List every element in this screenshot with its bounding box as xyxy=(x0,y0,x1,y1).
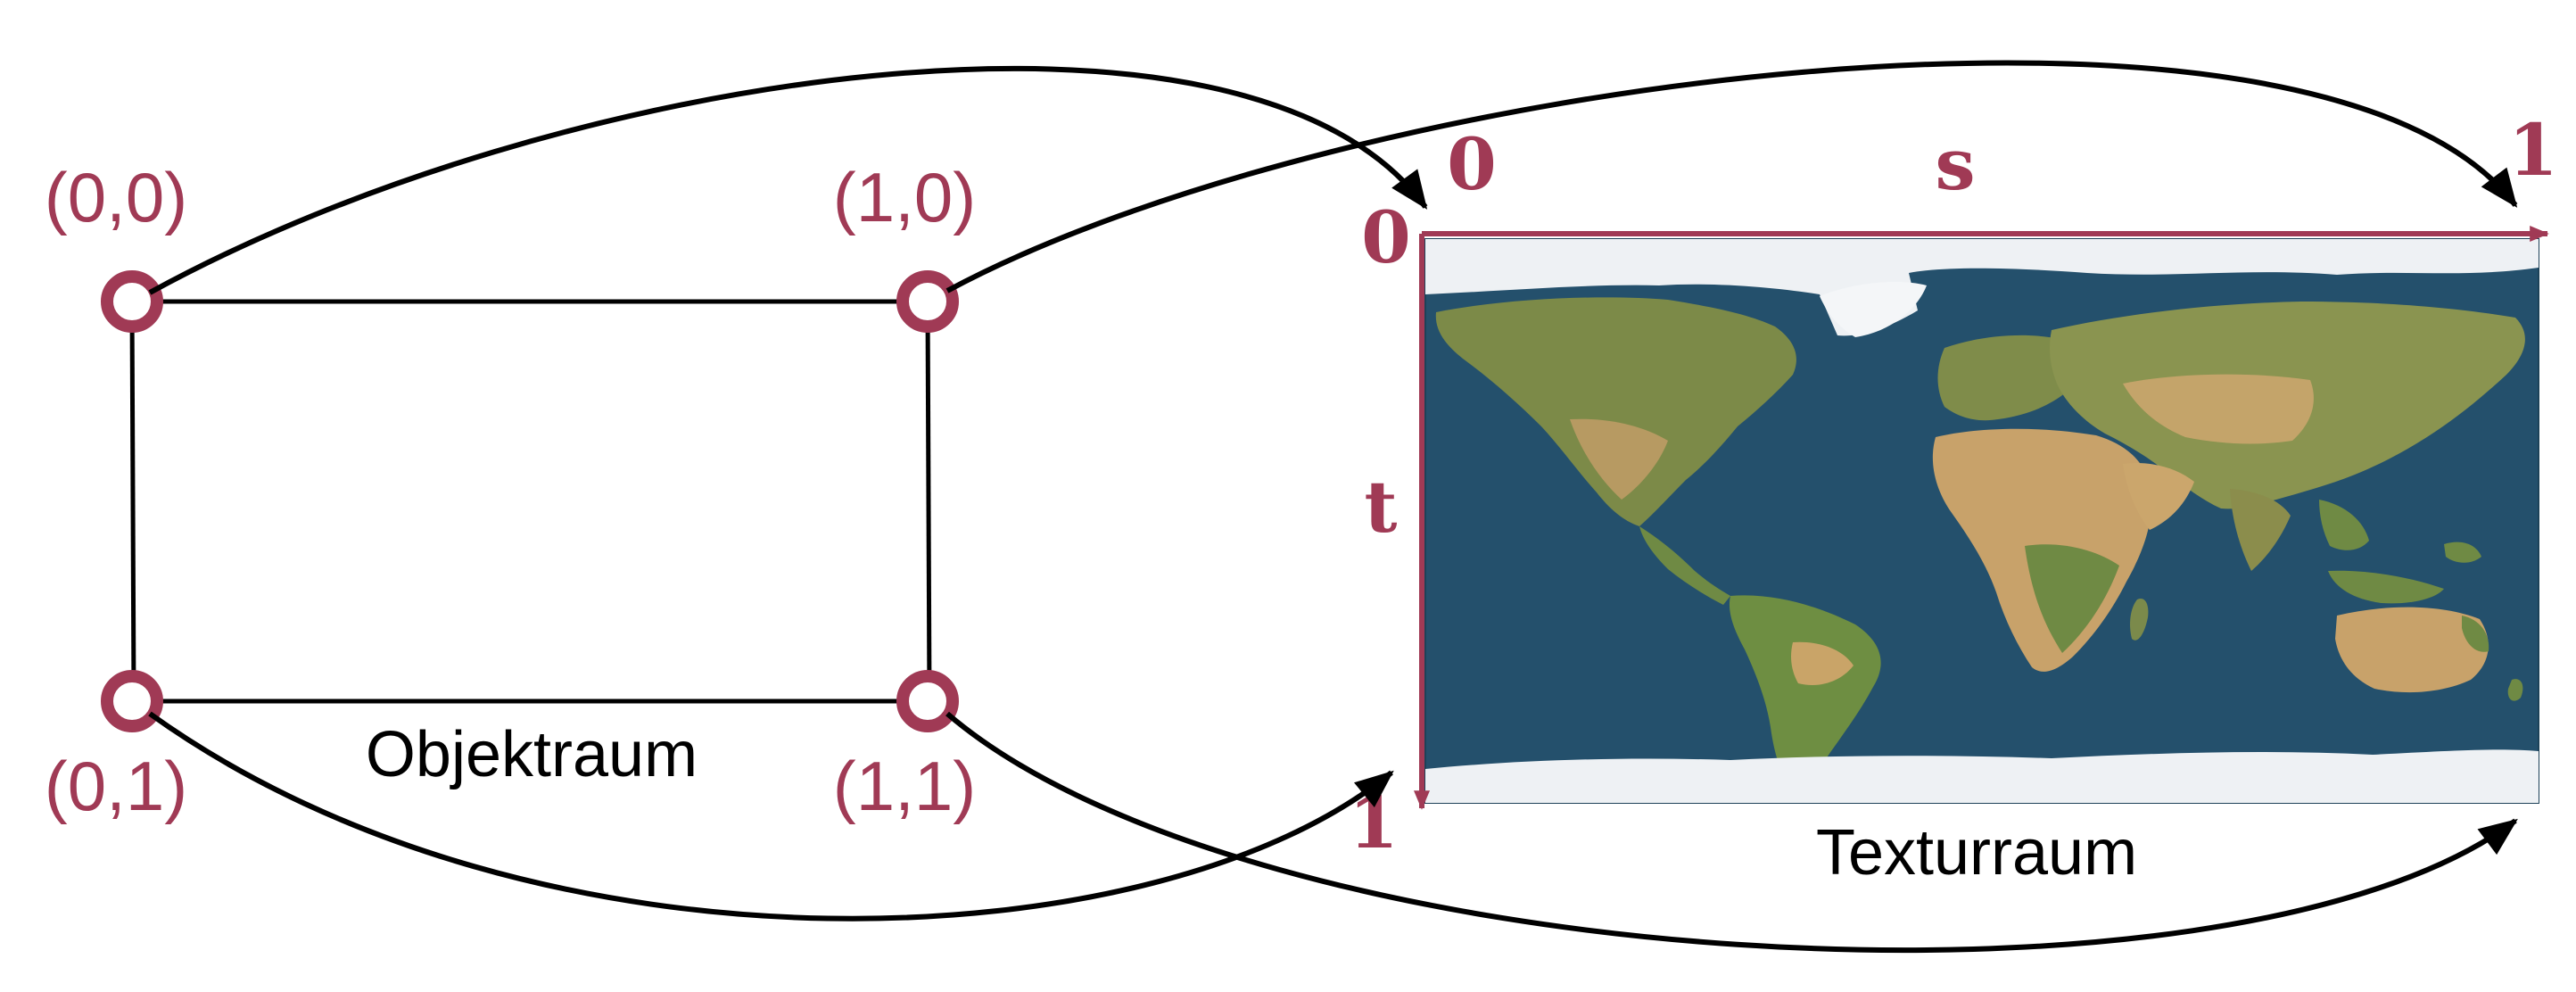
s-axis-label: s xyxy=(1935,122,1975,206)
vertex-top-left xyxy=(101,270,163,333)
texture-space: 0 s 1 0 t 1 Texturraum xyxy=(1349,108,2558,889)
arrow-bottom-left-to-s0t1 xyxy=(148,711,1394,922)
corner-label-top-left: (0,0) xyxy=(45,158,187,236)
s-axis-end-label: 1 xyxy=(2508,108,2558,192)
vertex-top-right xyxy=(896,270,959,333)
world-map-icon xyxy=(1424,238,2539,804)
edge-left xyxy=(129,301,136,702)
object-space-label: Objektraum xyxy=(366,719,698,790)
object-space: (0,0) (1,0) (0,1) (1,1) Objektraum xyxy=(45,158,976,825)
texture-space-label: Texturraum xyxy=(1816,817,2137,889)
corner-label-bottom-left: (0,1) xyxy=(45,747,187,825)
edge-right xyxy=(925,301,932,702)
arrow-top-right-to-s1t0 xyxy=(945,60,2518,293)
arrow-top-left-to-s0t0 xyxy=(148,65,1428,295)
corner-label-bottom-right: (1,1) xyxy=(833,747,976,825)
s-axis-start-label: 0 xyxy=(1447,122,1497,206)
corner-label-top-right: (1,0) xyxy=(833,158,976,236)
vertex-bottom-right xyxy=(896,670,959,732)
vertex-bottom-left xyxy=(101,670,163,732)
t-axis-end-label: 1 xyxy=(1349,781,1399,864)
arrow-bottom-right-to-s1t1 xyxy=(945,711,2518,953)
t-axis-start-label: 0 xyxy=(1361,195,1411,279)
t-axis-label: t xyxy=(1365,465,1398,549)
mapping-arrows xyxy=(148,60,2518,953)
